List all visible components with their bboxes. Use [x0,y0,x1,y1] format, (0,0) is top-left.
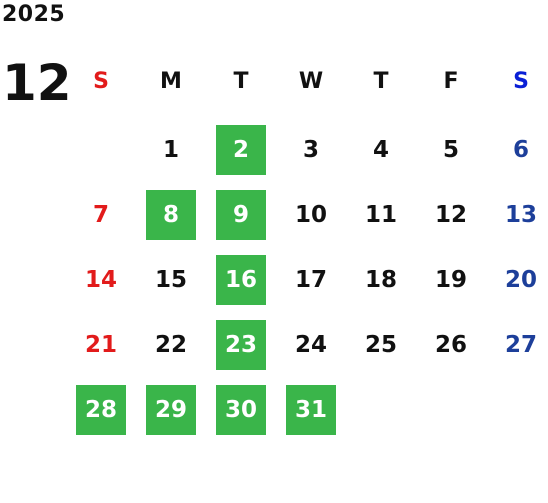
day-cell: 5 [442,137,459,163]
day-cell: 17 [294,267,327,293]
month-number: 12 [2,54,72,112]
weekday-header: S [513,68,529,94]
day-cell: 20 [504,267,537,293]
highlighted-day-cell: 31 [286,385,336,435]
highlighted-day-cell: 8 [146,190,196,240]
day-cell: 18 [364,267,397,293]
highlighted-day-cell: 29 [146,385,196,435]
year-label: 2025 [2,2,66,27]
day-cell: 4 [372,137,389,163]
day-cell: 6 [512,137,529,163]
weekday-header: M [160,68,182,94]
day-cell: 26 [434,332,467,358]
day-cell: 12 [434,202,467,228]
weekday-header: S [93,68,109,94]
day-cell: 27 [504,332,537,358]
day-cell: 22 [154,332,187,358]
weekday-header: T [373,68,389,94]
weekday-header: F [443,68,459,94]
day-cell: 15 [154,267,187,293]
day-cell: 25 [364,332,397,358]
day-cell: 13 [504,202,537,228]
highlighted-day-cell: 30 [216,385,266,435]
weekday-header: W [298,68,324,94]
day-cell: 14 [84,267,117,293]
highlighted-day-cell: 16 [216,255,266,305]
highlighted-day-cell: 23 [216,320,266,370]
day-cell: 11 [364,202,397,228]
day-cell: 7 [92,202,109,228]
highlighted-day-cell: 9 [216,190,266,240]
highlighted-day-cell: 2 [216,125,266,175]
day-cell: 10 [294,202,327,228]
day-cell: 19 [434,267,467,293]
day-cell: 3 [302,137,319,163]
day-cell: 24 [294,332,327,358]
highlighted-day-cell: 28 [76,385,126,435]
weekday-header: T [233,68,249,94]
day-cell: 21 [84,332,117,358]
day-cell: 1 [162,137,179,163]
